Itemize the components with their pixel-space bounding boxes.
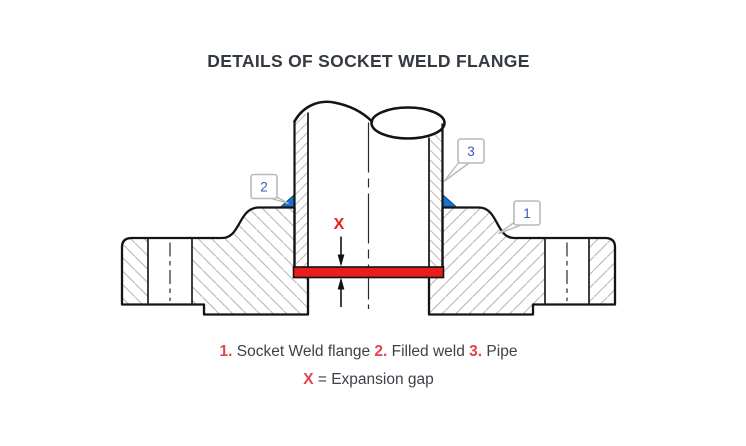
page-title: DETAILS OF SOCKET WELD FLANGE	[207, 51, 530, 71]
legend-num-1: 1.	[219, 343, 233, 360]
callout-3-leader	[443, 160, 471, 183]
pipe-break-arc	[293, 100, 374, 123]
filled-weld-right	[442, 193, 459, 208]
formula-text: = Expansion gap	[317, 371, 434, 388]
formula-line: X = Expansion gap	[0, 371, 737, 389]
bolt-hole-left-lines	[147, 238, 193, 305]
pipe	[293, 100, 446, 309]
formula-symbol: X	[303, 371, 314, 388]
legend-label-2: Filled weld	[391, 343, 465, 360]
dimension-x-label: X	[334, 216, 345, 233]
callout-2-box	[250, 173, 278, 200]
flange-outline-right	[427, 206, 617, 316]
callout-3: 3	[443, 138, 485, 183]
dimension-arrowhead-down	[337, 254, 345, 267]
callout-1-box	[513, 200, 541, 226]
pipe-break-ellipse	[370, 106, 446, 140]
legend-label-3: Pipe	[486, 343, 518, 360]
dimension-arrowhead-up	[337, 277, 345, 290]
bolt-hole-right-lines	[544, 238, 590, 305]
expansion-gap-bar	[292, 266, 445, 279]
pipe-wall-right-hatch	[429, 125, 443, 267]
callout-2-number: 2	[260, 180, 268, 195]
legend-num-3: 3.	[469, 343, 483, 360]
callout-3-box	[457, 138, 485, 164]
pipe-wall-left-hatch	[294, 113, 308, 267]
callout-1: 1	[498, 200, 541, 235]
callout-3-number: 3	[467, 144, 475, 159]
dimension-x: X	[334, 216, 345, 307]
legend-label-1: Socket Weld flange	[236, 343, 371, 360]
callout-1-number: 1	[523, 206, 531, 221]
legend-line: 1. Socket Weld flange 2. Filled weld 3. …	[0, 343, 737, 361]
legend-num-2: 2.	[374, 343, 388, 360]
callout-2: 2	[250, 173, 289, 205]
